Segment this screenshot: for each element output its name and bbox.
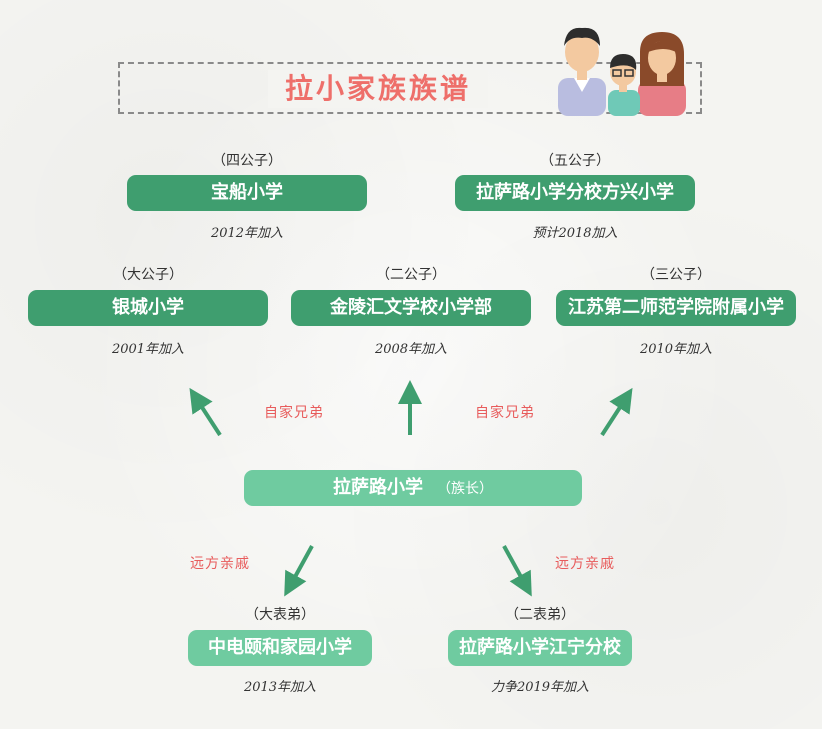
son-3-role: （三公子） [641,267,711,283]
son-1-role: （大公子） [113,267,183,283]
son-5-joined: 预计2018加入 [532,226,618,241]
cousin-1-joined: 2013年加入 [243,680,317,695]
head-school-name: 拉萨路小学 [333,477,423,498]
page-title: 拉小家族族谱 [268,70,488,108]
son-2-role: （二公子） [376,267,446,283]
arrow-to-second-cousin [502,545,532,597]
cousin-1-role: （大表弟） [245,607,315,623]
son-3-school: 江苏第二师范学院附属小学 [556,290,796,326]
head-school: 拉萨路小学 （族长） [244,470,582,506]
son-2-joined: 2008年加入 [374,342,448,357]
son-5-role: （五公子） [540,153,610,169]
son-4-role: （四公子） [212,153,282,169]
son-1-school: 银城小学 [28,290,268,326]
sibling-relation-left: 自家兄弟 [264,405,324,421]
son-5-school: 拉萨路小学分校方兴小学 [455,175,695,211]
son-2-school: 金陵汇文学校小学部 [291,290,531,326]
title-frame [118,62,702,114]
cousin-2-joined: 力争2019年加入 [490,680,590,695]
arrow-to-third [600,387,633,437]
cousin-1-school: 中电颐和家园小学 [188,630,372,666]
arrow-to-eldest [189,387,222,437]
head-school-role: （族长） [437,481,493,497]
son-4-school: 宝船小学 [127,175,367,211]
arrow-to-eldest-cousin [284,545,314,597]
cousin-relation-right: 远方亲戚 [555,556,615,572]
cousin-relation-left: 远方亲戚 [190,556,250,572]
family-illustration [558,27,686,116]
cousin-2-role: （二表弟） [505,607,575,623]
son-1-joined: 2001年加入 [111,342,185,357]
sibling-relation-right: 自家兄弟 [475,405,535,421]
son-3-joined: 2010年加入 [639,342,713,357]
cousin-2-school: 拉萨路小学江宁分校 [448,630,632,666]
son-4-joined: 2012年加入 [210,226,284,241]
